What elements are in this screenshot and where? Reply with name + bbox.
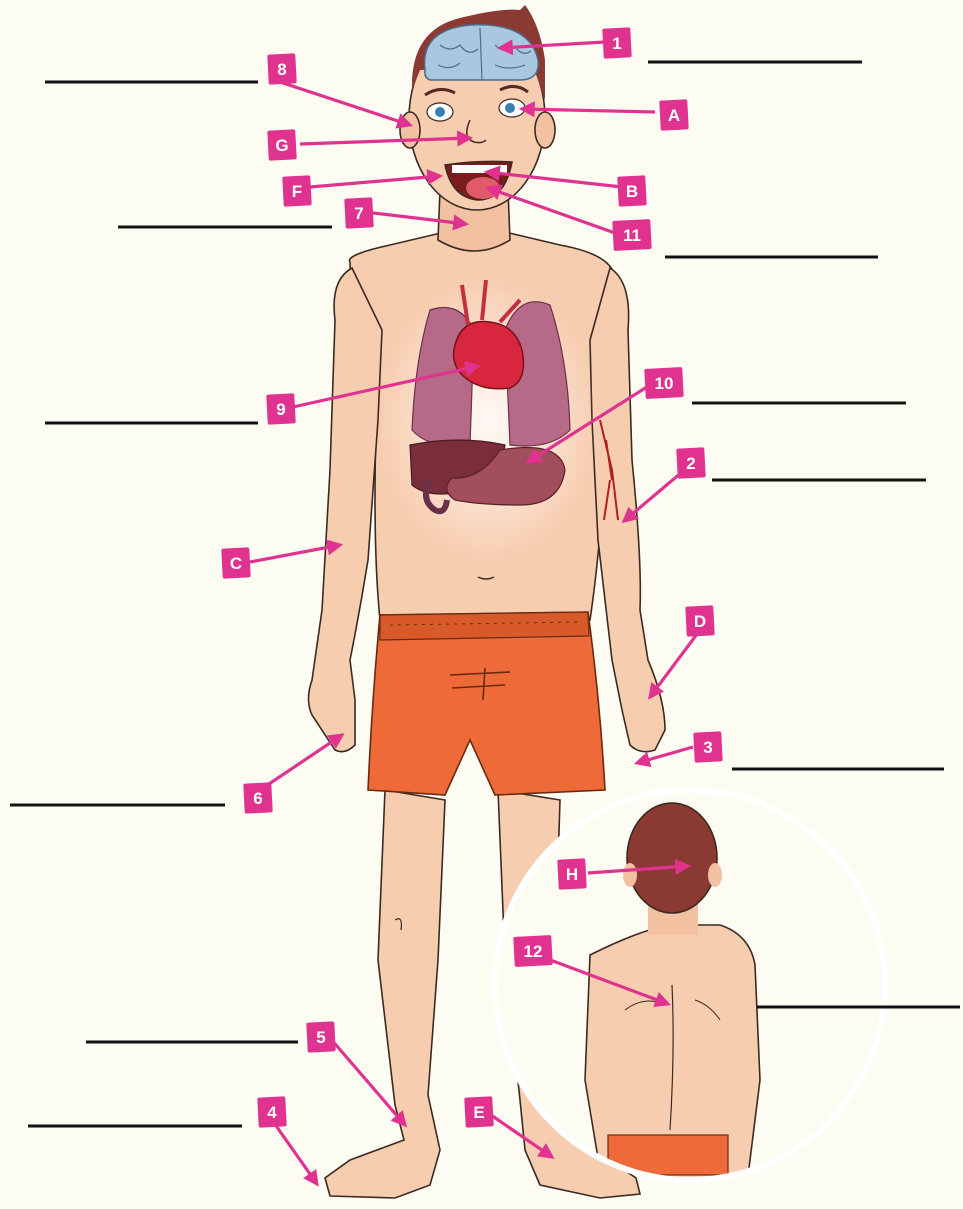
label-tag-E: E	[464, 1096, 494, 1127]
svg-text:4: 4	[267, 1103, 277, 1122]
svg-text:1: 1	[612, 34, 621, 53]
label-tag-F: F	[282, 175, 312, 206]
svg-text:H: H	[566, 865, 578, 884]
svg-text:10: 10	[655, 374, 674, 393]
label-tag-8: 8	[267, 53, 297, 84]
svg-text:11: 11	[623, 226, 641, 245]
svg-text:A: A	[668, 106, 680, 125]
svg-text:9: 9	[276, 400, 285, 419]
svg-text:3: 3	[703, 738, 712, 757]
label-tag-C: C	[221, 547, 251, 578]
label-tag-7: 7	[344, 197, 374, 228]
svg-text:D: D	[694, 612, 706, 631]
svg-text:5: 5	[316, 1028, 325, 1047]
label-tag-9: 9	[266, 393, 296, 424]
svg-text:12: 12	[524, 942, 543, 961]
label-tag-2: 2	[676, 447, 706, 478]
svg-text:8: 8	[277, 60, 286, 79]
svg-text:G: G	[275, 136, 288, 155]
label-tag-A: A	[659, 99, 689, 130]
svg-text:C: C	[230, 554, 242, 573]
label-tag-1: 1	[602, 27, 632, 58]
svg-text:B: B	[626, 182, 638, 201]
svg-text:2: 2	[686, 454, 695, 473]
label-tag-D: D	[685, 605, 715, 636]
label-tag-10: 10	[644, 367, 684, 399]
label-tag-5: 5	[306, 1021, 336, 1052]
label-tag-G: G	[267, 129, 297, 160]
label-tag-B: B	[617, 175, 647, 206]
svg-text:7: 7	[354, 204, 363, 223]
svg-text:F: F	[292, 182, 302, 201]
svg-text:E: E	[473, 1103, 484, 1122]
label-tag-4: 4	[257, 1096, 287, 1127]
label-tag-12: 12	[513, 935, 553, 967]
label-tag-11: 11	[612, 219, 652, 251]
label-tag-6: 6	[243, 782, 273, 813]
svg-text:6: 6	[253, 789, 262, 808]
label-tag-3: 3	[693, 731, 723, 762]
label-tag-H: H	[557, 858, 587, 889]
